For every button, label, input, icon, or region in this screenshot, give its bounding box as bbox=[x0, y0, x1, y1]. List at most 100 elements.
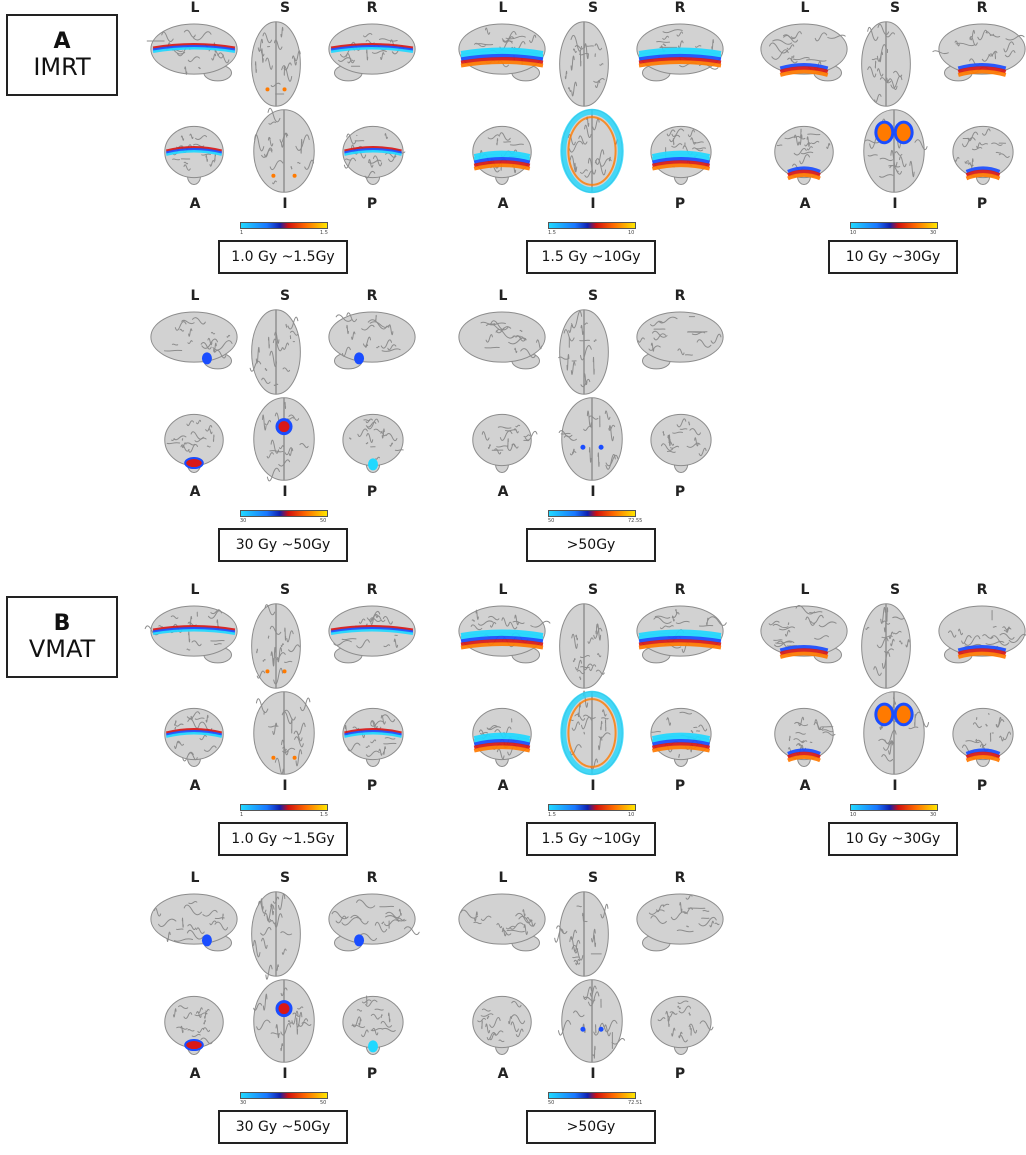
view-label-left: L bbox=[190, 582, 200, 598]
view-label-posterior: P bbox=[976, 196, 988, 212]
view-label-anterior: A bbox=[497, 196, 509, 212]
view-label-anterior: A bbox=[189, 196, 201, 212]
view-label-posterior: P bbox=[674, 1066, 686, 1082]
colorbar-min: 1.5 bbox=[548, 812, 556, 818]
view-label-inferior: I bbox=[282, 196, 288, 212]
view-label-superior: S bbox=[279, 288, 291, 304]
colorbar bbox=[548, 510, 636, 517]
colorbar bbox=[850, 804, 938, 811]
view-label-superior: S bbox=[279, 0, 291, 16]
brain-view-anterior bbox=[770, 702, 838, 768]
view-label-anterior: A bbox=[497, 484, 509, 500]
view-label-superior: S bbox=[889, 582, 901, 598]
view-label-left: L bbox=[800, 582, 810, 598]
brain-view-anterior bbox=[160, 702, 228, 768]
colorbar-max: 1.5 bbox=[320, 812, 328, 818]
view-label-right: R bbox=[674, 0, 686, 16]
brain-view-left bbox=[150, 308, 238, 374]
brain-view-right bbox=[938, 602, 1026, 668]
colorbar-min: 1 bbox=[240, 812, 244, 818]
section-label-box: B VMAT bbox=[6, 596, 118, 678]
brain-view-inferior bbox=[556, 108, 628, 194]
colorbar-min: 10 bbox=[850, 812, 857, 818]
view-label-posterior: P bbox=[976, 778, 988, 794]
brain-view-superior bbox=[555, 308, 613, 396]
view-label-superior: S bbox=[587, 870, 599, 886]
colorbar bbox=[548, 1092, 636, 1099]
brain-view-posterior bbox=[948, 120, 1018, 186]
view-label-superior: S bbox=[587, 288, 599, 304]
brain-view-inferior bbox=[556, 396, 628, 482]
brain-view-inferior bbox=[556, 978, 628, 1064]
brain-view-posterior bbox=[338, 408, 408, 474]
view-label-posterior: P bbox=[366, 484, 378, 500]
brain-view-anterior bbox=[468, 408, 538, 474]
colorbar-max: 10 bbox=[628, 812, 635, 818]
view-label-right: R bbox=[976, 582, 988, 598]
brain-view-left bbox=[760, 20, 848, 86]
colorbar-max: 50 bbox=[320, 1100, 327, 1106]
view-label-anterior: A bbox=[189, 484, 201, 500]
brain-view-right bbox=[328, 20, 416, 86]
colorbar-min: 50 bbox=[548, 1100, 555, 1106]
brain-view-superior bbox=[555, 20, 613, 108]
brain-view-inferior bbox=[248, 396, 320, 482]
view-label-left: L bbox=[498, 870, 508, 886]
view-label-inferior: I bbox=[892, 196, 898, 212]
brain-view-posterior bbox=[948, 702, 1018, 768]
brain-view-right bbox=[636, 20, 724, 86]
colorbar-min: 50 bbox=[548, 518, 555, 524]
brain-view-right bbox=[328, 602, 416, 668]
dose-range-label: 1.0 Gy ~1.5Gy bbox=[218, 822, 348, 856]
view-label-inferior: I bbox=[282, 778, 288, 794]
view-label-left: L bbox=[190, 0, 200, 16]
brain-view-superior bbox=[247, 602, 305, 690]
brain-view-anterior bbox=[468, 702, 536, 768]
brain-view-right bbox=[328, 308, 416, 374]
colorbar-max: 72.55 bbox=[628, 518, 643, 524]
view-label-inferior: I bbox=[590, 484, 596, 500]
brain-view-left bbox=[760, 602, 848, 668]
brain-view-inferior bbox=[248, 107, 320, 194]
brain-view-inferior bbox=[556, 690, 628, 776]
view-label-right: R bbox=[366, 582, 378, 598]
view-label-posterior: P bbox=[674, 484, 686, 500]
brain-view-anterior bbox=[160, 120, 228, 186]
brain-view-superior bbox=[247, 308, 305, 396]
dose-range-label: 1.5 Gy ~10Gy bbox=[526, 240, 656, 274]
brain-view-right bbox=[636, 602, 727, 668]
view-label-left: L bbox=[800, 0, 810, 16]
view-label-right: R bbox=[674, 870, 686, 886]
section-letter: A bbox=[53, 28, 71, 54]
view-label-left: L bbox=[498, 0, 508, 16]
brain-view-posterior bbox=[646, 990, 716, 1056]
view-label-anterior: A bbox=[799, 196, 811, 212]
brain-view-left bbox=[146, 20, 238, 86]
colorbar bbox=[240, 222, 328, 229]
view-label-inferior: I bbox=[892, 778, 898, 794]
view-label-inferior: I bbox=[282, 1066, 288, 1082]
brain-view-anterior bbox=[160, 408, 228, 474]
brain-view-anterior bbox=[770, 120, 838, 186]
brain-view-posterior bbox=[646, 120, 716, 186]
colorbar bbox=[240, 1092, 328, 1099]
view-label-left: L bbox=[190, 288, 200, 304]
brain-view-superior bbox=[247, 890, 305, 980]
brain-view-superior bbox=[857, 602, 915, 690]
brain-view-inferior bbox=[858, 690, 930, 776]
colorbar bbox=[240, 510, 328, 517]
dose-range-label: >50Gy bbox=[526, 528, 656, 562]
colorbar bbox=[548, 222, 636, 229]
brain-view-posterior bbox=[338, 702, 408, 768]
view-label-right: R bbox=[976, 0, 988, 16]
view-label-superior: S bbox=[889, 0, 901, 16]
brain-view-right bbox=[636, 890, 724, 956]
view-label-anterior: A bbox=[799, 778, 811, 794]
colorbar bbox=[240, 804, 328, 811]
